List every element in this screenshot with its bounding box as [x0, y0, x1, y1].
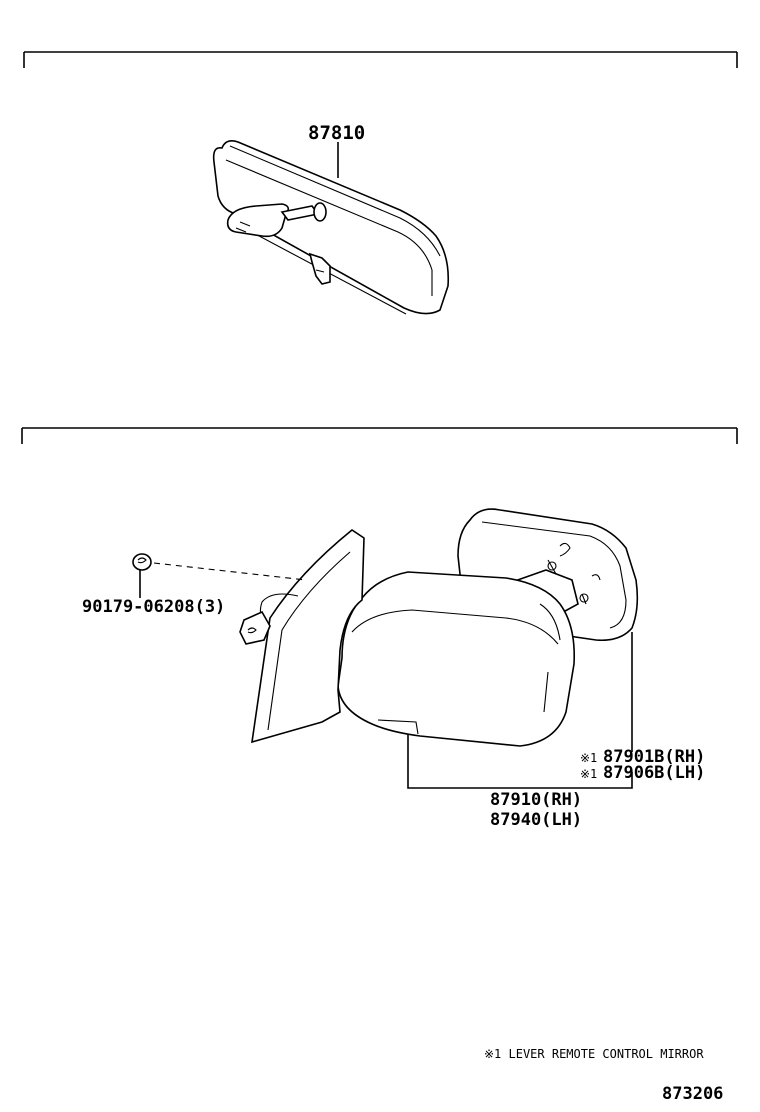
upper-section-frame [23, 51, 738, 68]
footnote: ※1 LEVER REMOTE CONTROL MIRROR [484, 1047, 704, 1061]
label-screw: 90179-06208(3) [82, 597, 225, 617]
note-marker-rh: ※1 [580, 751, 597, 765]
label-mirror-sub-rh: 87901B(RH) [603, 747, 705, 767]
figure-number: 873206 [662, 1084, 723, 1104]
outer-mirror-drawing [132, 508, 639, 789]
lower-section-frame [21, 427, 738, 444]
label-inner-mirror: 87810 [308, 122, 365, 144]
label-outer-mirror-rh: 87910(RH) [490, 790, 582, 810]
label-mirror-sub-lh: 87906B(LH) [603, 763, 705, 783]
inner-mirror-drawing [212, 140, 450, 315]
label-outer-mirror-lh: 87940(LH) [490, 810, 582, 830]
note-marker-lh: ※1 [580, 767, 597, 781]
